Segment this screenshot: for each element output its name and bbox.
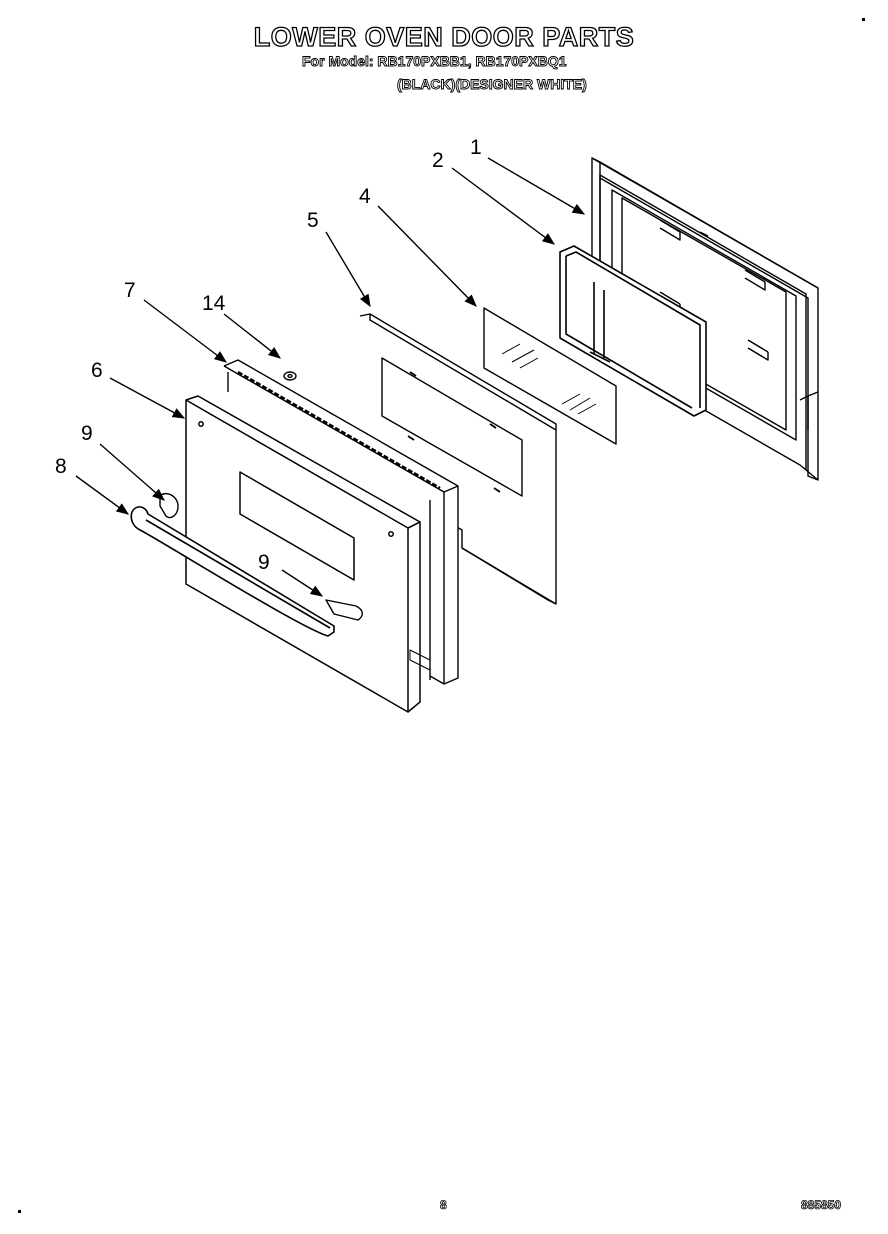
callout-14: 14 [202, 292, 226, 315]
handle-end-cap-right [325, 599, 363, 621]
callout-4: 4 [359, 185, 371, 208]
callout-9-left: 9 [81, 422, 93, 445]
callout-1: 1 [470, 136, 482, 159]
page-number: 8 [440, 1198, 447, 1213]
corner-mark-top-right [862, 18, 865, 21]
callout-8: 8 [55, 455, 67, 478]
inner-glass [483, 307, 617, 445]
color-line: (BLACK)(DESIGNER WHITE) [397, 76, 588, 93]
corner-mark-bottom-left [18, 1210, 21, 1213]
door-handle [130, 506, 335, 637]
model-line: For Model: RB170PXBB1, RB170PXBQ1 [302, 53, 567, 70]
screw [283, 371, 297, 381]
window-pack-frame [559, 245, 707, 417]
callout-5: 5 [307, 209, 319, 232]
callout-7: 7 [124, 279, 136, 302]
outer-door-panel [185, 395, 421, 713]
callout-9-right: 9 [258, 551, 270, 574]
middle-door-panel [359, 313, 557, 605]
callout-6: 6 [91, 359, 103, 382]
handle-end-cap-left [159, 492, 179, 519]
page-title: LOWER OVEN DOOR PARTS [253, 21, 635, 52]
document-number: 885850 [801, 1198, 842, 1213]
callout-2: 2 [432, 149, 444, 172]
